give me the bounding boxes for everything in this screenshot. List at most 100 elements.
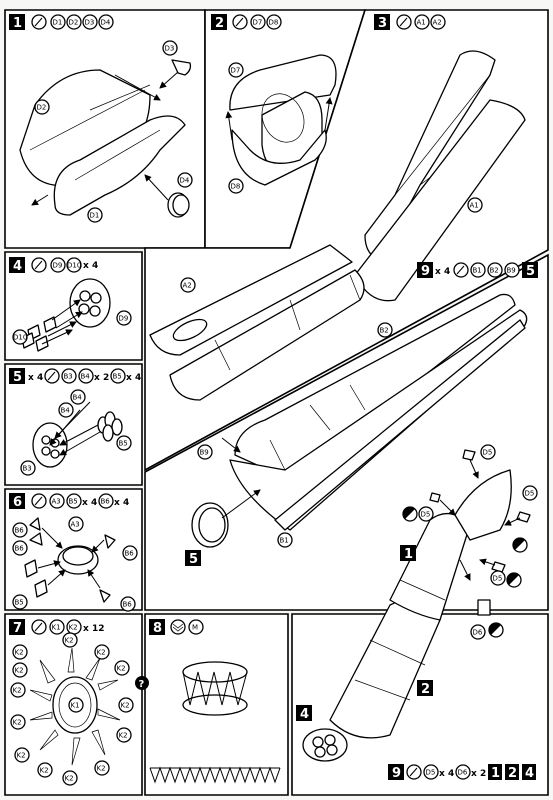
shroud-half-d8	[231, 129, 327, 186]
part-label-k2: K2	[119, 732, 128, 740]
part-label-circle	[522, 485, 538, 501]
nozzle-socket	[41, 435, 51, 445]
strut	[97, 679, 119, 691]
part-label-b9: B9	[200, 449, 209, 457]
part-label-circle	[116, 310, 132, 326]
glue-icon-stroke	[399, 17, 408, 27]
part-label-d7: D7	[231, 67, 241, 75]
panel-step-9-final	[291, 613, 549, 796]
step-ref-box	[488, 764, 502, 780]
part-label-a1: A1	[470, 202, 479, 210]
part-callout-label: D2	[69, 19, 79, 27]
strut	[91, 729, 106, 756]
arrow	[59, 431, 101, 456]
part-label-circle	[228, 178, 244, 194]
part-callout	[250, 14, 266, 30]
arrow	[49, 409, 81, 446]
strut	[71, 737, 81, 766]
booster-ring-lines	[269, 384, 366, 471]
part-callout	[430, 14, 446, 30]
part-label-circle	[62, 632, 78, 648]
part-callout-label: D9	[53, 262, 63, 270]
part-label-circle	[62, 770, 78, 786]
part-callout	[82, 14, 98, 30]
nose-cone-d3	[171, 59, 192, 76]
part-callout	[188, 619, 204, 635]
part-label-circle	[418, 506, 434, 522]
fin-d5	[462, 449, 476, 461]
step-number-box	[149, 619, 165, 635]
nozzle-socket	[89, 305, 101, 317]
part-label-b4: B4	[61, 407, 71, 415]
truss-ring-bottom	[182, 694, 248, 716]
arrow	[221, 437, 241, 453]
step-7-number: 7	[13, 621, 22, 636]
step-ref-4: 4	[300, 707, 309, 722]
arrow	[504, 517, 521, 526]
step-1: 1 D1 D2 D3 D4 D3 D2 D4 D1	[9, 14, 193, 223]
step-ref-5: 5	[189, 552, 198, 567]
part-label-k2: K2	[97, 649, 106, 657]
verniers-b6	[24, 559, 38, 578]
part-callout	[470, 262, 486, 278]
tank-ring	[261, 93, 305, 143]
part-callout	[49, 619, 65, 635]
part-label-circle	[377, 322, 393, 338]
truss-zigzag	[182, 671, 248, 706]
nozzle-b5	[102, 424, 114, 442]
glue-icon-stroke	[34, 260, 43, 270]
part-callout-label: B5	[69, 498, 78, 506]
part-label-a2: A2	[183, 282, 192, 290]
body-fitting	[172, 318, 208, 342]
strut	[39, 729, 59, 751]
part-label-circle	[87, 207, 103, 223]
part-callout	[78, 368, 94, 384]
part-label-circle	[180, 277, 196, 293]
arrow	[37, 560, 61, 569]
arrow	[87, 569, 101, 589]
arrow	[31, 194, 49, 206]
part-label-d9: D9	[119, 315, 129, 323]
quantity-label: x 4	[114, 498, 129, 508]
question-icon	[135, 676, 149, 690]
arrow	[41, 527, 63, 549]
step-number-box	[9, 493, 25, 509]
antenna-d6	[477, 599, 491, 616]
part-callout	[414, 14, 430, 30]
part-label-circle	[20, 460, 36, 476]
part-callout	[487, 262, 503, 278]
verniers-b6	[29, 532, 43, 546]
part-label-circle	[68, 516, 84, 532]
part-label-circle	[118, 697, 134, 713]
part-callout	[98, 14, 114, 30]
arrow	[91, 539, 105, 553]
step-ref-box	[522, 764, 536, 780]
part-callout-label: D7	[253, 19, 263, 27]
part-callout	[455, 764, 471, 780]
part-label-circle	[10, 714, 26, 730]
part-label-circle	[116, 727, 132, 743]
part-callouts: D1 D2 D3 D4	[50, 14, 114, 30]
step-ref-box	[185, 550, 201, 566]
part-label-circle	[480, 444, 496, 460]
part-label-k2: K2	[15, 667, 24, 675]
part-label-d8: D8	[231, 183, 241, 191]
arrow	[144, 174, 169, 201]
arrow	[479, 558, 496, 566]
step-ref-4: 4	[525, 766, 534, 781]
part-label-circle	[14, 747, 30, 763]
part-callout	[66, 493, 82, 509]
step-ref-box	[522, 262, 538, 278]
nozzle-b5	[34, 579, 48, 598]
part-label-d5: D5	[525, 490, 535, 498]
part-label-circle	[162, 40, 178, 56]
part-label-circle	[114, 660, 130, 676]
strut	[29, 689, 53, 702]
step-number-box	[9, 368, 25, 384]
cap-d4-face	[172, 194, 190, 216]
part-label-d5: D5	[421, 511, 431, 519]
step-9a-number: 9	[421, 264, 430, 279]
arrow	[55, 311, 83, 329]
stage-ring-lines	[354, 579, 446, 701]
zigzag-strip	[149, 766, 281, 784]
